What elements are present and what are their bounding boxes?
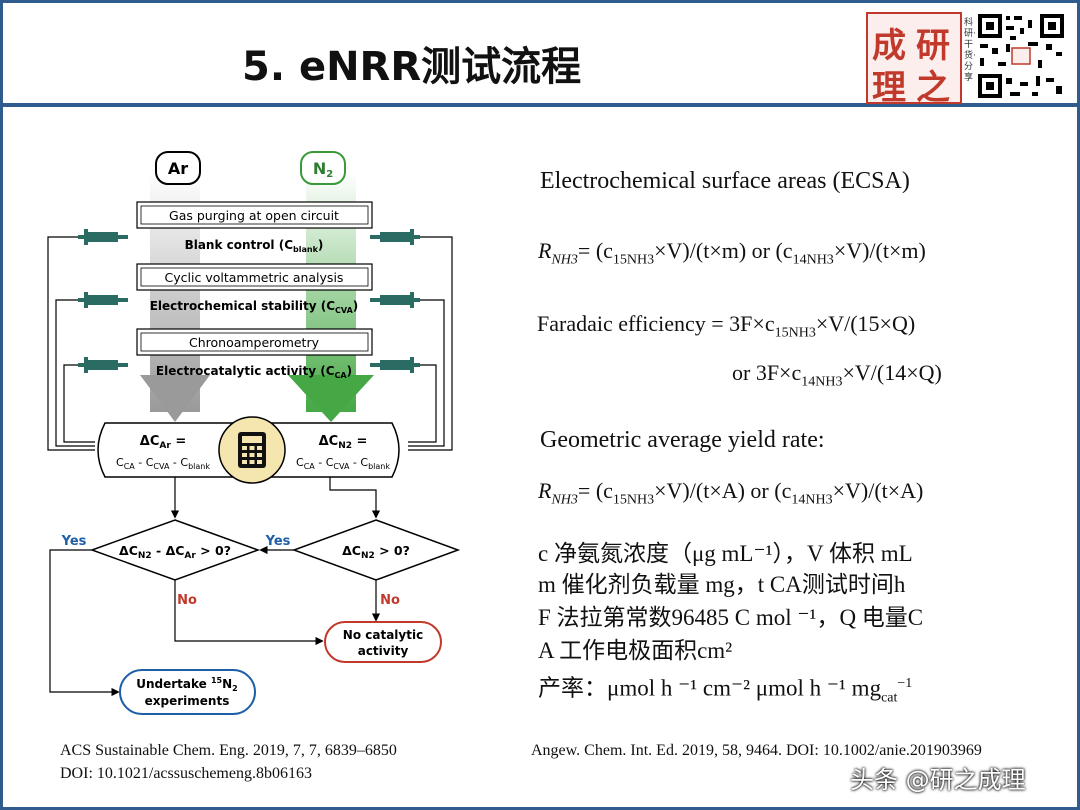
outcome-no-activity-line1: No catalytic <box>343 628 423 642</box>
fe-formula-line2: or 3F×c14NH3×V/(14×Q) <box>732 360 942 390</box>
calculator-icon <box>218 416 286 484</box>
frame-top <box>0 0 1080 3</box>
outcome-15n2-line2: experiments <box>145 694 230 708</box>
delta-ar-formula: CCA - CCVA - Cblank <box>116 456 210 471</box>
qr-code-icon <box>976 12 1066 100</box>
outcome-15n2-line1: Undertake 15N2 <box>136 676 238 693</box>
blank-control-label: Blank control (Cblank) <box>185 238 324 254</box>
ryield-formula: RNH3= (c15NH3×V)/(t×A) or (c14NH3×V)/(t×… <box>538 478 924 508</box>
yes-label-right: Yes <box>265 534 291 549</box>
step-ca-label: Chronoamperometry <box>189 335 320 350</box>
frame-right <box>1077 0 1080 810</box>
no-label-left: No <box>177 593 197 608</box>
outcome-no-activity <box>324 621 442 663</box>
def-concentration: c 净氨氮浓度（μg mL⁻¹），V 体积 mL <box>538 541 913 566</box>
watermark: 头条 @研之成理 <box>850 766 1026 794</box>
fe-formula-line1: Faradaic efficiency = 3F×c15NH3×V/(15×Q) <box>537 311 916 341</box>
slide-title: 5. eNRR测试流程 <box>242 44 582 90</box>
n2-gas-badge <box>300 151 346 185</box>
syringe-icon <box>78 229 420 373</box>
electrocatalytic-activity-label: Electrocatalytic activity (CCA) <box>156 364 352 380</box>
electrochemical-stability-label: Electrochemical stability (CCVA) <box>150 299 359 315</box>
outcome-15n2-experiments <box>119 669 256 715</box>
frame-bottom <box>0 807 1080 810</box>
frame-left <box>0 0 3 810</box>
n2-gas-label: N2 <box>313 159 333 180</box>
geo-yield-heading: Geometric average yield rate: <box>540 427 825 453</box>
rnh3-formula: RNH3= (c15NH3×V)/(t×m) or (c14NH3×V)/(t×… <box>538 238 926 268</box>
decision-n2-label: ΔCN2 > 0? <box>342 543 410 561</box>
ref-left-line1: ACS Sustainable Chem. Eng. 2019, 7, 7, 6… <box>60 742 397 759</box>
def-area: A 工作电极面积cm² <box>538 638 733 663</box>
decision-difference-label: ΔCN2 - ΔCAr > 0? <box>119 543 231 561</box>
logo-seal: 成 研 理 之 科研·干货·分享 <box>866 12 976 108</box>
yes-label-left: Yes <box>61 534 87 549</box>
ar-gas-label: Ar <box>168 159 188 178</box>
ref-right-line1: Angew. Chem. Int. Ed. 2019, 58, 9464. DO… <box>531 742 982 759</box>
def-faraday: F 法拉第常数96485 C mol ⁻¹，Q 电量C <box>538 605 924 630</box>
ref-left-line2: DOI: 10.1021/acssuschemeng.8b06163 <box>60 765 312 782</box>
delta-ar-label: ΔCAr = <box>140 434 186 451</box>
ecsa-heading: Electrochemical surface areas (ECSA) <box>540 168 910 194</box>
logo-slogan: 科研·干货·分享 <box>964 18 976 83</box>
n2-down-arrow <box>288 375 374 422</box>
header-divider <box>0 103 1080 107</box>
def-mass: m 催化剂负载量 mg，t CA测试时间h <box>538 572 906 597</box>
enrr-flowchart: Ar N2 Gas purging at open circuit Blank … <box>47 151 461 715</box>
outcome-no-activity-line2: activity <box>358 644 409 658</box>
delta-n2-label: ΔCN2 = <box>319 434 368 451</box>
step-cv-label: Cyclic voltammetric analysis <box>165 270 344 285</box>
def-yield-units: 产率：μmol h ⁻¹ cm⁻² μmol h ⁻¹ mgcat−1 <box>538 675 913 706</box>
syringe-feedback-lines <box>47 236 453 451</box>
delta-n2-formula: CCA - CCVA - Cblank <box>296 456 390 471</box>
ar-gas-badge <box>155 151 201 185</box>
step-gas-purging-label: Gas purging at open circuit <box>169 208 339 223</box>
no-label-right: No <box>380 593 400 608</box>
ar-down-arrow <box>140 375 210 422</box>
